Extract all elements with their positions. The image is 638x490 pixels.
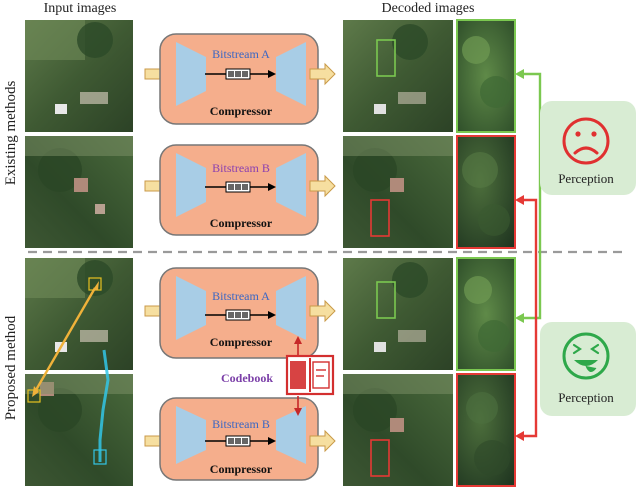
zoom-crop-1 [456, 19, 516, 133]
happy-face-icon [562, 332, 610, 380]
codebook-icon [285, 354, 335, 396]
crop-box [370, 439, 390, 477]
perception-label: Perception [558, 171, 614, 186]
arrow-out-2 [309, 174, 336, 198]
encoder-shape [176, 276, 206, 340]
decoded-image-4 [343, 374, 453, 486]
codebook: Codebook [221, 336, 335, 416]
bitstream-label: Bitstream B [212, 417, 270, 431]
proposed-method-label: Proposed method [3, 315, 19, 420]
input-image-4 [25, 349, 133, 486]
perception-panel-proposed: Perception [540, 322, 636, 416]
encoder-shape [176, 42, 206, 106]
bitstream-label: Bitstream B [212, 161, 270, 175]
sad-face-icon [562, 117, 610, 165]
perception-panel-existing: Perception [540, 101, 636, 195]
compressor-label: Compressor [210, 462, 273, 476]
crop-box [370, 199, 390, 237]
encoder-shape [176, 406, 206, 464]
crop-box [376, 281, 396, 319]
decoded-image-1 [343, 20, 453, 132]
compressor-label: Compressor [210, 335, 273, 349]
zoom-crop-4 [456, 373, 516, 487]
decoder-shape [276, 276, 306, 340]
bitstream-label: Bitstream A [212, 289, 270, 303]
red-connector [515, 195, 538, 441]
compressor-label: Compressor [210, 216, 273, 230]
decoder-shape [276, 153, 306, 217]
decoder-shape [276, 406, 306, 464]
compressor-4: Bitstream B Compressor [159, 397, 319, 481]
perception-label: Perception [558, 390, 614, 405]
green-connector [515, 69, 542, 323]
decoded-image-2 [343, 136, 453, 248]
compressor-label: Compressor [210, 104, 273, 118]
zoom-crop-3 [456, 257, 516, 371]
compressor-1: Bitstream A Compressor [159, 33, 319, 125]
match-trace [98, 349, 110, 462]
existing-methods-label: Existing methods [3, 81, 19, 186]
input-images-header: Input images [44, 1, 117, 16]
arrow-out-4 [309, 429, 336, 453]
decoded-images-header: Decoded images [382, 1, 475, 16]
decoder-shape [276, 42, 306, 106]
decoded-image-3 [343, 258, 453, 370]
bitstream-label: Bitstream A [212, 47, 270, 61]
arrow-out-3 [309, 299, 336, 323]
crop-box [376, 39, 396, 77]
codebook-label: Codebook [221, 371, 273, 385]
match-arrow [32, 281, 99, 397]
encoder-shape [176, 153, 206, 217]
input-image-1 [25, 20, 133, 132]
input-image-2 [25, 136, 133, 248]
arrow-out-1 [309, 62, 336, 86]
zoom-crop-2 [456, 135, 516, 249]
compressor-2: Bitstream B Compressor [159, 144, 319, 236]
compressor-3: Bitstream A Compressor [159, 267, 319, 359]
